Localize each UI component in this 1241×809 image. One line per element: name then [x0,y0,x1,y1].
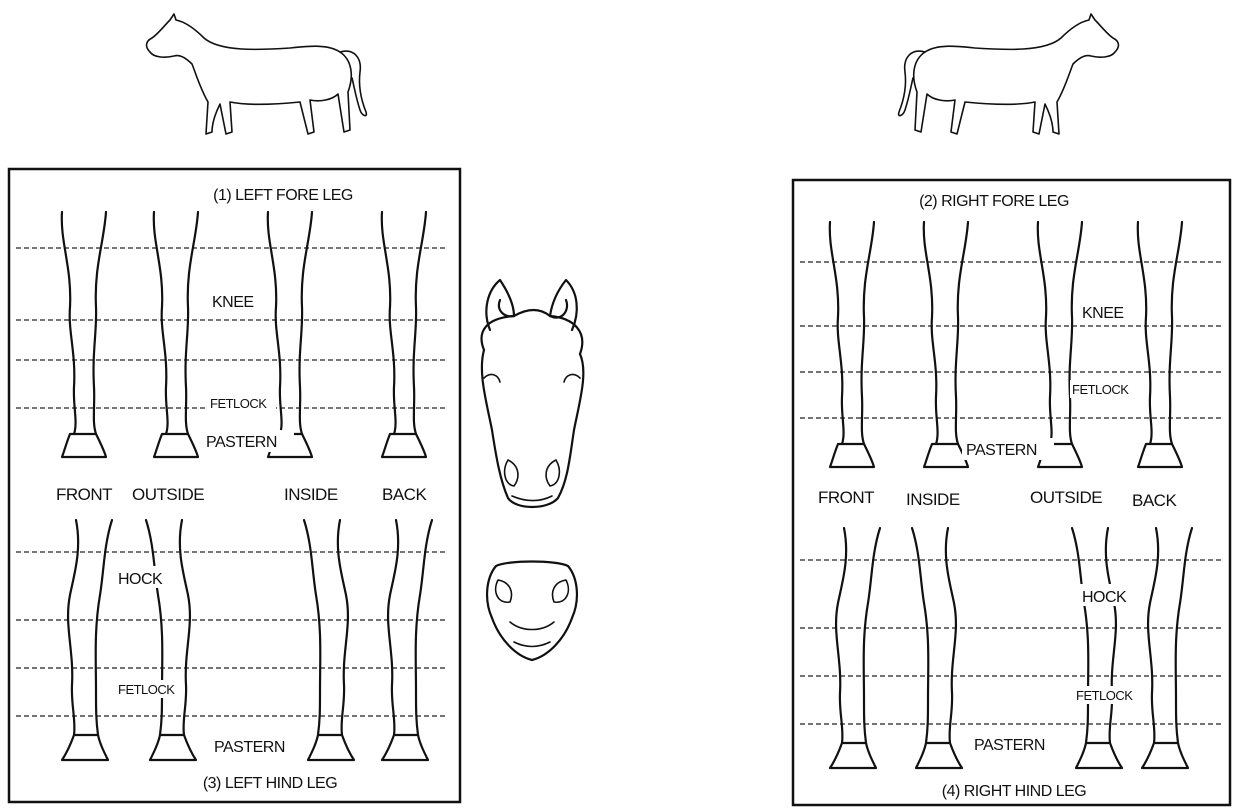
left-fore-knee-label: KNEE [212,294,254,311]
right-hind-legs [830,528,1192,768]
right-fore-fetlock-label: FETLOCK [1072,382,1129,397]
right-view-label-inside: INSIDE [906,490,960,509]
right-fore-knee-label: KNEE [1082,305,1124,322]
left-view-label-back: BACK [382,485,427,504]
horse-head-front-icon [482,280,584,507]
right-side-horse-icon [899,14,1119,134]
left-side-horse-icon [147,14,367,134]
right-hind-pastern-label: PASTERN [974,737,1045,754]
left-hind-legs [62,520,432,760]
left-fore-guide-lines [16,248,448,408]
right-hind-hock-label: HOCK [1082,589,1127,606]
right-fore-legs [830,222,1182,467]
left-hind-leg-title: (3) LEFT HIND LEG [203,775,337,792]
right-view-label-back: BACK [1132,491,1177,510]
right-view-label-outside: OUTSIDE [1030,488,1102,507]
right-view-label-front: FRONT [818,488,874,507]
left-view-label-inside: INSIDE [284,485,338,504]
left-fore-leg-title: (1) LEFT FORE LEG [213,187,353,204]
left-hind-guide-lines [16,552,448,716]
left-fore-fetlock-label: FETLOCK [210,396,267,411]
left-view-label-front: FRONT [56,485,112,504]
left-fore-pastern-label: PASTERN [206,434,277,451]
left-hind-hock-label: HOCK [118,571,163,588]
right-hind-fetlock-label: FETLOCK [1076,688,1133,703]
horse-muzzle-icon [487,562,577,661]
left-fore-legs [62,212,426,457]
right-fore-pastern-label: PASTERN [966,442,1037,459]
left-hind-fetlock-label: FETLOCK [118,682,175,697]
right-fore-leg-title: (2) RIGHT FORE LEG [919,193,1069,210]
left-view-label-outside: OUTSIDE [132,485,204,504]
right-hind-leg-title: (4) RIGHT HIND LEG [942,783,1087,800]
left-hind-pastern-label: PASTERN [214,739,285,756]
